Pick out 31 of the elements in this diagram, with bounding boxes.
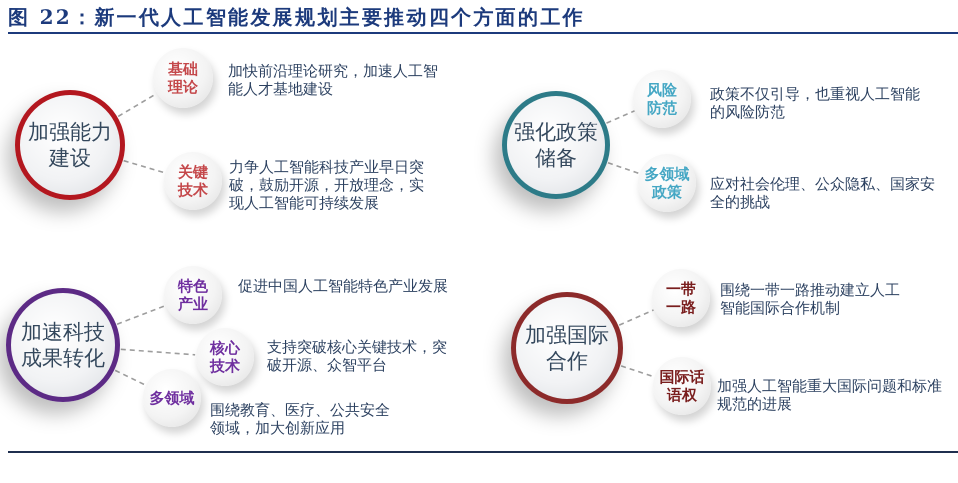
subtopic-circle: 多领域政策 <box>638 154 696 212</box>
description-text: 围绕教育、医疗、公共安全领域，加大创新应用 <box>210 401 391 437</box>
description-text: 加强人工智能重大国际问题和标准规范的进展 <box>717 377 943 413</box>
description-text: 支持突破核心关键技术，突破开源、众智平台 <box>267 338 448 374</box>
topic-circle: 加强国际合作 <box>511 292 623 404</box>
subtopic-circle: 核心技术 <box>196 328 254 386</box>
description-text: 加快前沿理论研究，加速人工智能人才基地建设 <box>228 62 439 98</box>
description-text: 政策不仅引导，也重视人工智能的风险防范 <box>710 85 921 121</box>
subtopic-circle: 多领域 <box>143 369 201 427</box>
dashed-line <box>114 370 146 386</box>
topic-circle: 强化政策储备 <box>502 91 610 199</box>
dashed-line <box>608 162 639 174</box>
topic-circle: 加强能力建设 <box>15 90 125 200</box>
subtopic-circle: 基础理论 <box>153 48 213 108</box>
subtopic-circle: 一带一路 <box>652 269 710 327</box>
dashed-line <box>120 348 196 356</box>
dashed-line <box>116 305 166 325</box>
topic-circle: 加速科技成果转化 <box>6 288 120 402</box>
description-text: 力争人工智能科技产业早日突破，鼓励开源，开放理念，实现人工智能可持续发展 <box>229 158 425 212</box>
description-text: 促进中国人工智能特色产业发展 <box>238 277 449 295</box>
dashed-line <box>606 110 635 124</box>
dashed-line <box>618 309 654 326</box>
subtopic-circle: 国际话语权 <box>653 357 711 415</box>
dashed-line <box>620 365 654 378</box>
subtopic-circle: 风险防范 <box>633 70 691 128</box>
title: 图 22：新一代人工智能发展规划主要推动四个方面的工作 <box>8 4 585 30</box>
subtopic-circle: 关键技术 <box>164 152 222 210</box>
description-text: 应对社会伦理、公众隐私、国家安全的挑战 <box>710 175 936 211</box>
subtopic-circle: 特色产业 <box>164 266 222 324</box>
description-text: 围绕一带一路推动建立人工智能国际合作机制 <box>720 281 901 317</box>
dashed-line <box>123 160 164 174</box>
